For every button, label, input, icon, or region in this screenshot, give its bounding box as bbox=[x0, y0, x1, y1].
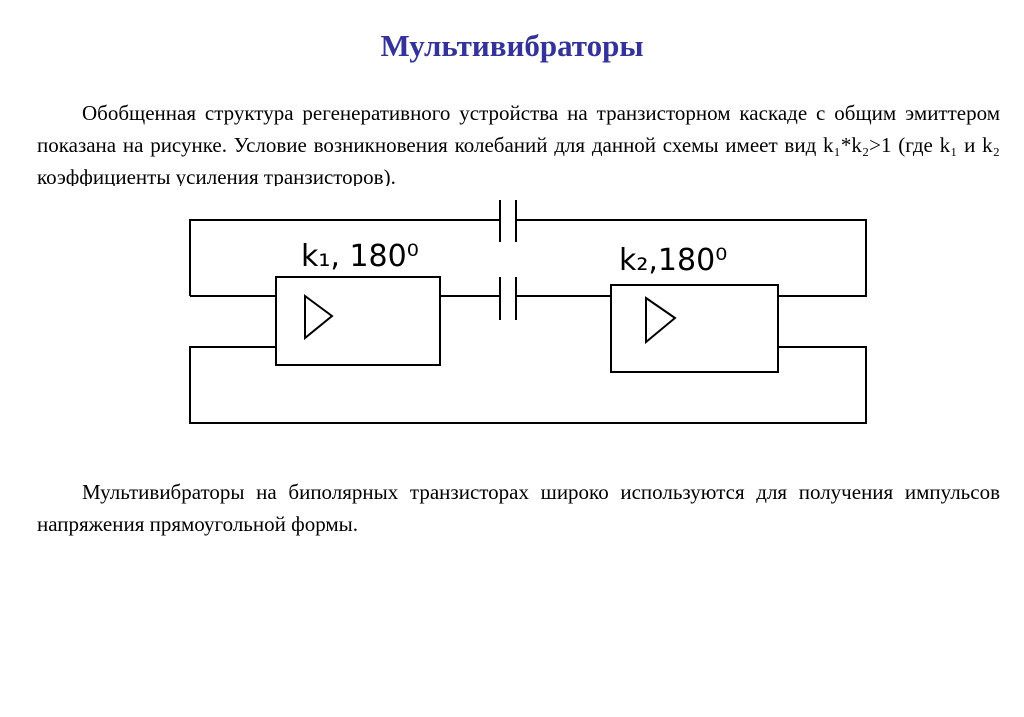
intro-paragraph: Обобщенная структура регенеративного уст… bbox=[37, 97, 1000, 186]
amplifier-2-label: k₂,180⁰ bbox=[619, 243, 727, 278]
amplifier-1-label: k₁, 180⁰ bbox=[301, 239, 419, 274]
amplifier-1-triangle-icon bbox=[304, 294, 334, 341]
outro-text: Мультивибраторы на биполярных транзистор… bbox=[37, 480, 1000, 536]
bottom-feedback-wire bbox=[189, 346, 867, 424]
amplifier-2-triangle-icon bbox=[645, 296, 677, 345]
intro-text: Обобщенная структура регенеративного уст… bbox=[37, 101, 1000, 186]
top-feedback-wire bbox=[189, 219, 500, 296]
top-feedback-wire-right bbox=[516, 219, 867, 297]
amplifier-2-box bbox=[610, 284, 779, 373]
outro-paragraph: Мультивибраторы на биполярных транзистор… bbox=[37, 476, 1000, 540]
amplifier-1-box bbox=[275, 276, 441, 366]
page-title: Мультивибраторы bbox=[380, 28, 644, 63]
